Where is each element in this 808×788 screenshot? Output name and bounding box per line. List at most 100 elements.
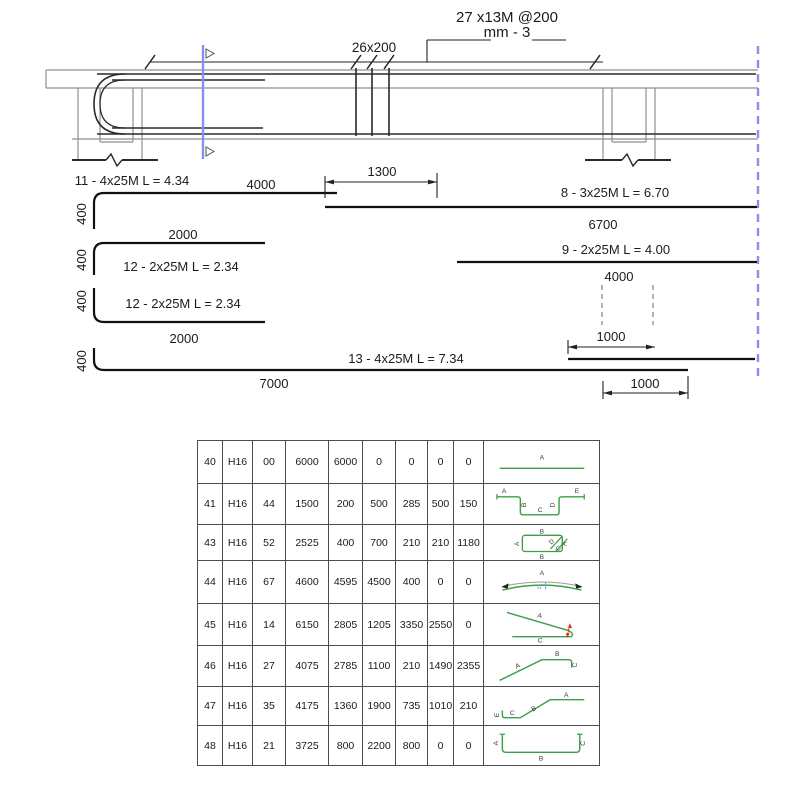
- svg-text:A: A: [537, 612, 544, 620]
- stirrup-callout-line2: mm - 3: [484, 24, 531, 41]
- dim-b-cell: 700: [362, 524, 396, 561]
- shape-code-cell: 21: [252, 725, 286, 766]
- svg-text:C: C: [555, 544, 564, 552]
- dim-c-cell: 210: [395, 524, 428, 561]
- shape-straight-diagram: A: [499, 454, 585, 470]
- dim-a-cell: 2805: [328, 603, 363, 646]
- dim-a-cell: 4595: [328, 560, 363, 604]
- length-cell: 2525: [285, 524, 329, 561]
- dim-e-cell: 0: [453, 440, 484, 484]
- shape-arc-diagram: A α: [501, 570, 583, 591]
- length-cell: 4075: [285, 645, 329, 687]
- svg-text:C: C: [538, 637, 543, 642]
- dim-4000-top-label: 4000: [247, 177, 276, 192]
- svg-text:A: A: [540, 454, 545, 461]
- beam-outline: [45, 69, 758, 160]
- svg-text:E: E: [575, 488, 580, 495]
- shape-code-cell: 35: [252, 686, 286, 726]
- svg-text:A: A: [540, 570, 545, 577]
- dim-b-cell: 1100: [362, 645, 396, 687]
- length-cell: 1500: [285, 483, 329, 525]
- dim-1000-upper: [567, 340, 655, 354]
- dim-a-cell: 400: [328, 524, 363, 561]
- svg-text:E: E: [494, 712, 501, 717]
- bar-mark-cell: 46: [197, 645, 223, 687]
- dim-e-cell: 150: [453, 483, 484, 525]
- dim-e-cell: 0: [453, 725, 484, 766]
- svg-text:A: A: [493, 740, 500, 745]
- stirrup-lines: [355, 68, 390, 136]
- shape-code-cell: 27: [252, 645, 286, 687]
- column-projection-guides: [601, 285, 654, 325]
- shape-u-bar-diagram: A B C: [493, 733, 587, 762]
- dim-a-cell: 1360: [328, 686, 363, 726]
- shape-crank-hook-diagram: A B C: [499, 651, 579, 682]
- dim-b-cell: 1205: [362, 603, 396, 646]
- bar-13-label: 13 - 4x25M L = 7.34: [348, 351, 464, 366]
- dim-d-cell: 1490: [427, 645, 454, 687]
- beam-elevation-drawing: 27 x13M @200 mm - 3 26x200 11 - 4x25M L …: [45, 9, 760, 399]
- svg-text:C: C: [572, 663, 579, 668]
- right-support: [585, 152, 671, 168]
- svg-text:B: B: [540, 554, 544, 560]
- table-row: 45 H16 14 6150 2805 1205 3350 2550 0 A C: [197, 603, 600, 646]
- dim-b-cell: 500: [362, 483, 396, 525]
- bar-type-cell: H16: [222, 725, 253, 766]
- bar-mark-cell: 41: [197, 483, 223, 525]
- dim-c-cell: 735: [395, 686, 428, 726]
- dim-d-cell: 500: [427, 483, 454, 525]
- svg-text:C: C: [580, 740, 587, 745]
- dim-c-cell: 285: [395, 483, 428, 525]
- svg-text:A: A: [562, 540, 569, 545]
- svg-text:D: D: [548, 537, 557, 545]
- svg-text:B: B: [539, 755, 544, 762]
- dim-a-cell: 2785: [328, 645, 363, 687]
- bar-type-cell: H16: [222, 440, 253, 484]
- dim-2000-b-label: 2000: [170, 331, 199, 346]
- svg-text:B: B: [540, 528, 544, 535]
- bar-type-cell: H16: [222, 686, 253, 726]
- dim-a-cell: 200: [328, 483, 363, 525]
- shape-closed-link-diagram: B B A A D C: [514, 528, 569, 560]
- dim-d-cell: 210: [427, 524, 454, 561]
- shape-hook-crank-diagram: E C B A: [494, 692, 585, 719]
- bar-8-label: 8 - 3x25M L = 6.70: [561, 185, 669, 200]
- bar-type-cell: H16: [222, 560, 253, 604]
- table-row: 41 H16 44 1500 200 500 285 500 150 A E B…: [197, 483, 600, 525]
- dim-b-cell: 0: [362, 440, 396, 484]
- dim-a-cell: 800: [328, 725, 363, 766]
- break-symbol-icon: [621, 152, 639, 168]
- svg-text:A: A: [502, 488, 507, 495]
- dim-c-cell: 210: [395, 645, 428, 687]
- length-cell: 4600: [285, 560, 329, 604]
- shape-code-cell: 00: [252, 440, 286, 484]
- bar-mark-cell: 40: [197, 440, 223, 484]
- dim-c-cell: 3350: [395, 603, 428, 646]
- hook-400-label: 400: [74, 290, 89, 312]
- table-row: 48 H16 21 3725 800 2200 800 0 0 A B C: [197, 725, 600, 766]
- svg-text:A: A: [564, 692, 569, 699]
- length-cell: 4175: [285, 686, 329, 726]
- bar-mark-cell: 48: [197, 725, 223, 766]
- dim-1300: [324, 173, 438, 198]
- dim-1000-a-label: 1000: [597, 329, 626, 344]
- shape-code-cell: 44: [252, 483, 286, 525]
- hook-400-label: 400: [74, 203, 89, 225]
- bar-12b-label: 12 - 2x25M L = 2.34: [125, 296, 241, 311]
- dim-d-cell: 0: [427, 560, 454, 604]
- bar-12a-line: [92, 241, 265, 275]
- dim-6700-label: 6700: [589, 217, 618, 232]
- dim-d-cell: 0: [427, 725, 454, 766]
- dim-1300-label: 1300: [368, 164, 397, 179]
- dim-7000-label: 7000: [260, 376, 289, 391]
- table-row: 44 H16 67 4600 4595 4500 400 0 0 A: [197, 560, 600, 604]
- bar-11-line: [92, 191, 337, 229]
- table-row: 43 H16 52 2525 400 700 210 210 1180 B B …: [197, 524, 600, 561]
- hook-400-label: 400: [74, 350, 89, 372]
- bar-type-cell: H16: [222, 645, 253, 687]
- stirrup-mid-label: 26x200: [352, 40, 396, 55]
- shape-hairpin-diagram: A C: [506, 611, 574, 643]
- dim-e-cell: 0: [453, 603, 484, 646]
- dim-b-cell: 1900: [362, 686, 396, 726]
